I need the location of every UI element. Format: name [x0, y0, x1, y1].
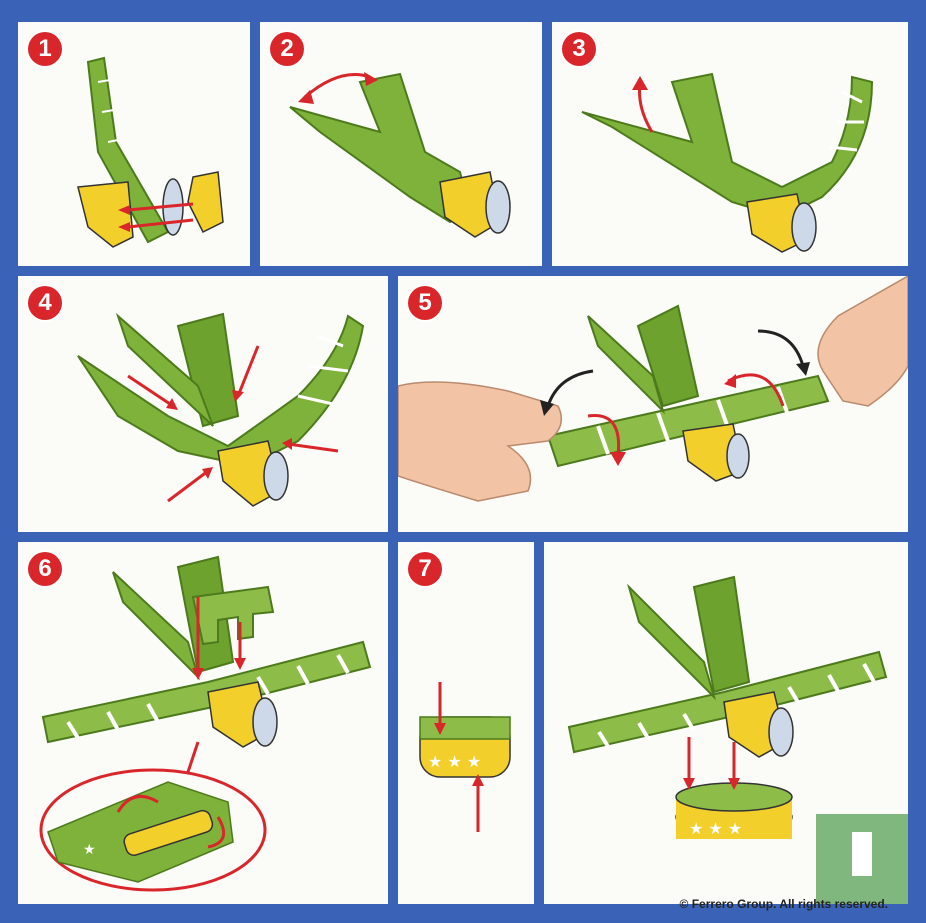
star-icon: ★	[83, 842, 96, 858]
step-panel-3: 3	[552, 22, 908, 266]
step-badge-7: 7	[408, 552, 442, 586]
star-icon: ★ ★ ★	[428, 752, 481, 771]
airplane-part-illustration: ★ ★ ★	[567, 575, 888, 839]
corner-logo	[816, 814, 908, 904]
airplane-part-illustration: ★ ★ ★	[419, 682, 511, 832]
step-badge-2: 2	[270, 32, 304, 66]
star-icon: ★ ★ ★	[689, 819, 742, 838]
step-panel-2: 2	[260, 22, 542, 266]
step-badge-6: 6	[28, 552, 62, 586]
hand-illustration	[398, 381, 563, 502]
airplane-part-illustration: ★	[39, 555, 372, 892]
step-badge-3: 3	[562, 32, 596, 66]
step-panel-6: 6 ★	[18, 542, 388, 904]
step-badge-1: 1	[28, 32, 62, 66]
hand-illustration	[817, 276, 908, 407]
step-badge-5: 5	[408, 286, 442, 320]
step-panel-4: 4	[18, 276, 388, 532]
airplane-part-illustration	[289, 72, 511, 238]
step-panel-final: ★ ★ ★	[544, 542, 908, 904]
step-panel-5: 5	[398, 276, 908, 532]
airplane-part-illustration	[77, 312, 365, 507]
step-badge-4: 4	[28, 286, 62, 320]
step-panel-7: 7 ★ ★ ★	[398, 542, 534, 904]
airplane-part-illustration	[77, 56, 224, 248]
copyright-text: © Ferrero Group. All rights reserved.	[679, 897, 888, 911]
step-panel-1: 1	[18, 22, 250, 266]
airplane-part-illustration	[398, 276, 908, 502]
airplane-part-illustration	[581, 72, 874, 253]
